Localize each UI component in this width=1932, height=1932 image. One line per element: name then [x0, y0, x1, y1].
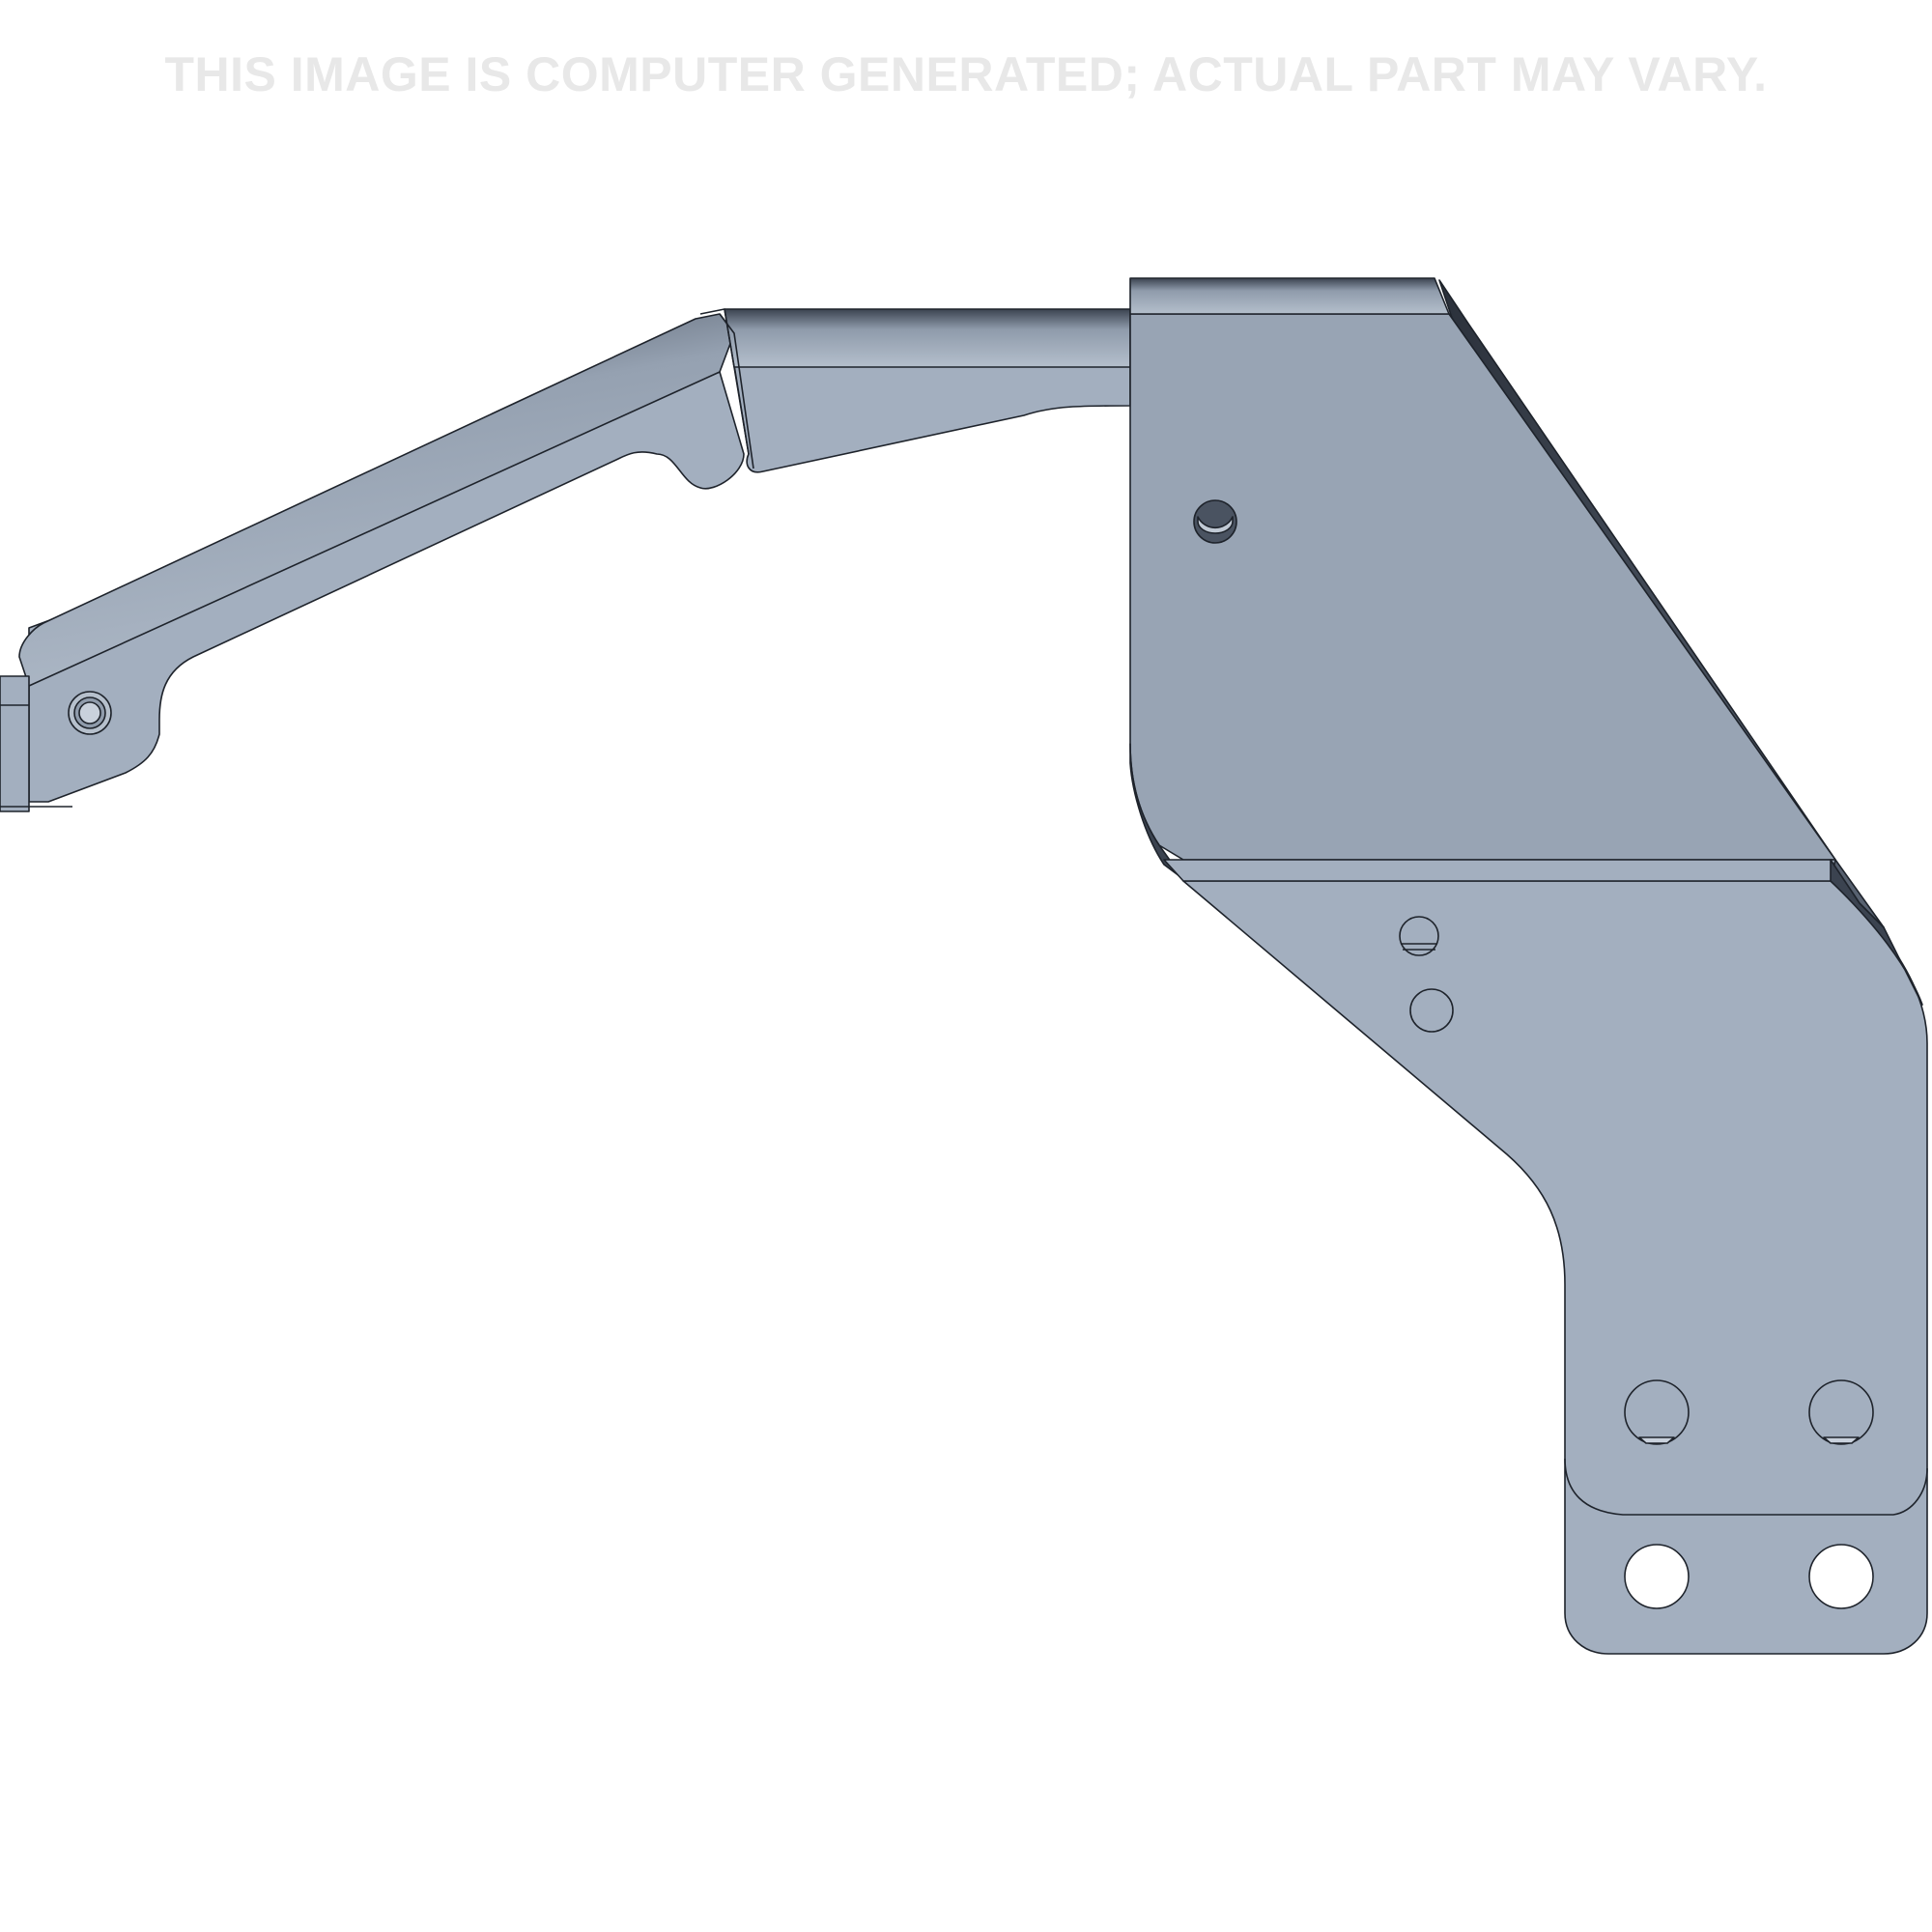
left-arm-end-block	[0, 675, 30, 812]
pivot-hole	[68, 691, 112, 735]
mounting-hole-top	[1193, 499, 1237, 544]
through-hole-bottom-right	[1808, 1544, 1874, 1609]
through-hole-bottom-left	[1624, 1544, 1690, 1609]
left-arm-face	[28, 371, 745, 803]
fold-band	[1163, 859, 1836, 882]
tab-step-line	[1564, 1458, 1928, 1516]
mounting-hole-lower-left	[1624, 1379, 1690, 1445]
main-plate-lower-bevel	[1129, 743, 1184, 880]
connector-bar	[699, 308, 1131, 473]
main-plate-top	[1129, 277, 1450, 315]
connector-bar-face	[733, 364, 1131, 473]
mounting-hole-lower-right	[1808, 1379, 1874, 1445]
main-plate	[1129, 277, 1928, 1655]
left-arm	[0, 313, 745, 812]
main-plate-upper-face	[1129, 313, 1836, 861]
mounting-hole-middle-2	[1409, 988, 1454, 1033]
disclaimer-text: THIS IMAGE IS COMPUTER GENERATED; ACTUAL…	[164, 47, 1768, 101]
left-arm-top-bevel	[18, 313, 735, 687]
connector-bar-top	[724, 308, 1131, 368]
main-plate-lower-face	[1182, 880, 1928, 1655]
mounting-hole-middle-1	[1399, 916, 1439, 956]
